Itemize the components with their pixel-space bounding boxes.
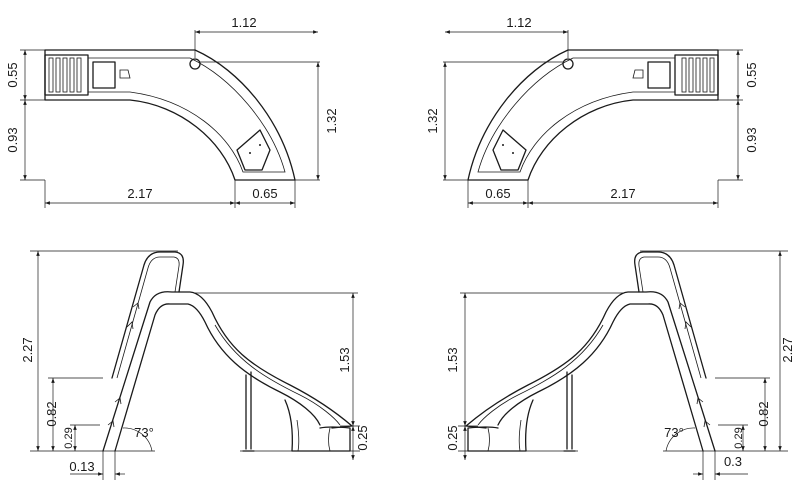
ladder-angle: 73°: [134, 425, 154, 440]
dim-exit: 0.65: [252, 186, 277, 201]
dim-lower: 0.93: [744, 127, 759, 152]
dim-slide-height: 1.53: [337, 347, 352, 372]
dim-total-height: 2.27: [780, 337, 795, 362]
dim-exit: 0.65: [485, 186, 510, 201]
dim-top-width: 1.12: [231, 15, 256, 30]
dim-step-height: 0.82: [756, 401, 771, 426]
ladder-angle: 73°: [664, 425, 684, 440]
dim-slide-height: 1.53: [445, 347, 460, 372]
dim-length: 2.17: [610, 186, 635, 201]
dim-base: 0.13: [69, 459, 94, 474]
dim-exit-height: 0.25: [355, 425, 370, 450]
dim-exit-height: 0.25: [445, 425, 460, 450]
side-view-right-hand: 2.27 0.82 0.29 73° 0.13 1.53 0.25: [20, 251, 370, 480]
dim-first-step: 0.29: [733, 427, 745, 448]
side-view-left-hand: 1.53 0.25 73° 0.29 0.82 2.27 0.3: [445, 251, 795, 480]
dim-length: 2.17: [127, 186, 152, 201]
plan-view-right-hand: 1.12 1.32 0.55 0.93 2.17 0.65: [5, 15, 339, 208]
dim-lower: 0.93: [5, 127, 20, 152]
dim-step-height: 0.82: [44, 401, 59, 426]
dim-first-step: 0.29: [63, 427, 75, 448]
dim-base: 0.3: [724, 454, 742, 469]
dim-height: 1.32: [425, 108, 440, 133]
dim-total-height: 2.27: [20, 337, 35, 362]
dim-height: 1.32: [324, 108, 339, 133]
plan-view-left-hand: 1.12 1.32 0.55 0.93 0.65 2.17: [425, 15, 759, 208]
dim-upper: 0.55: [744, 62, 759, 87]
dim-upper: 0.55: [5, 62, 20, 87]
dim-top-width: 1.12: [506, 15, 531, 30]
